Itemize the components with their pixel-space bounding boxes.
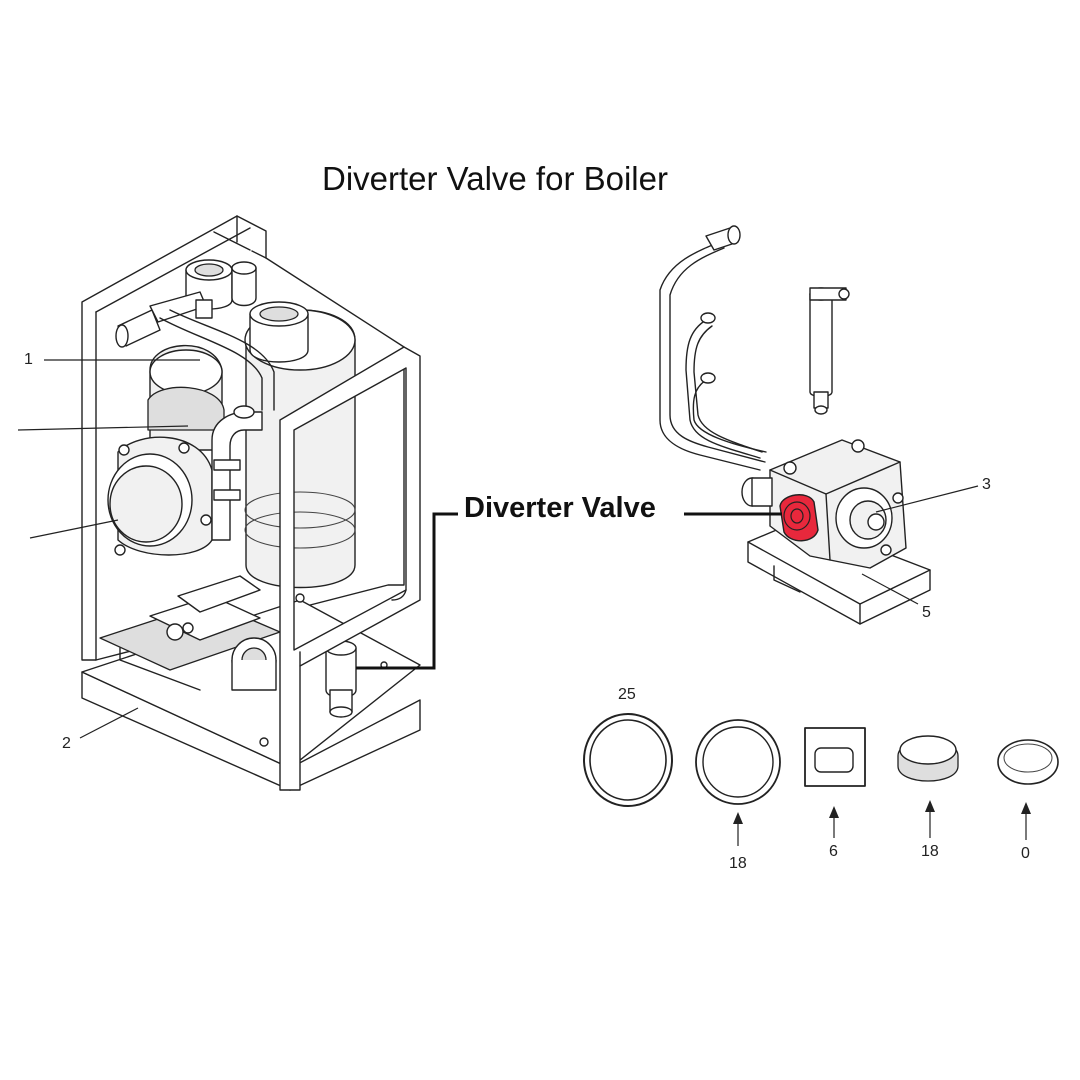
valve-assembly (659, 225, 931, 625)
seal-medium-ring (695, 719, 781, 805)
leader-part-2 (79, 707, 139, 739)
leader-part-5 (861, 573, 919, 605)
seal-number-large-ring: 25 (618, 686, 636, 703)
leader-lines (17, 359, 979, 739)
seal-large-ring (583, 713, 673, 807)
diagram-title: Diverter Valve for Boiler (321, 160, 668, 197)
seal-square-gasket (804, 727, 866, 787)
part-number-2: 2 (62, 735, 71, 752)
boiler-flue-stub-right (249, 313, 309, 363)
leader-part-unlabeled-a (17, 425, 189, 431)
seal-cup (997, 739, 1059, 785)
seal-cap (897, 735, 959, 782)
leader-part-unlabeled-b (29, 519, 119, 539)
seal-arrows (733, 800, 1031, 846)
part-number-5: 5 (922, 604, 931, 621)
valve-sensor-probe (809, 293, 833, 398)
part-number-1: 1 (24, 351, 33, 368)
valve-diverter-highlight (779, 494, 819, 542)
diverter-callout-line (356, 512, 782, 670)
seal-number-cap: 18 (921, 843, 939, 860)
boiler-unit (81, 215, 421, 791)
seal-number-cup: 0 (1021, 845, 1030, 862)
seal-number-medium-ring: 18 (729, 855, 747, 872)
seal-number-square-gasket: 6 (829, 843, 838, 860)
diverter-valve-callout-label: Diverter Valve (464, 492, 656, 524)
leader-part-3 (875, 485, 979, 513)
part-number-3: 3 (982, 476, 991, 493)
